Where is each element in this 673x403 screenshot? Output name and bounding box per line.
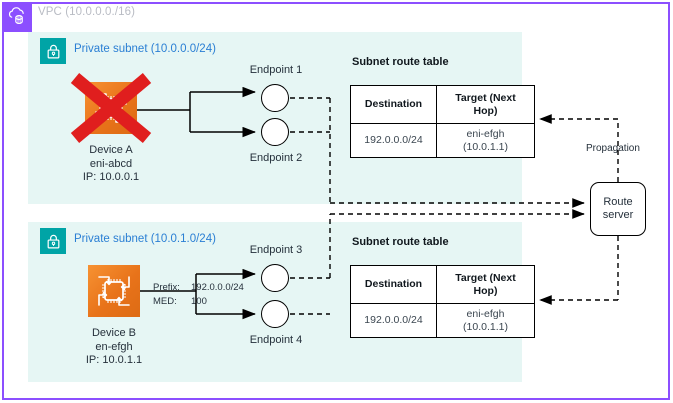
private-subnet-lock-icon [40,38,66,64]
vpc-cloud-icon [2,2,32,32]
route-table-bottom-title: Subnet route table [352,236,449,248]
device-b-caption: Device B en-efgh IP: 10.0.1.1 [54,327,174,368]
route-server-node: Route server [590,182,646,236]
cell-target-eni: eni-efgh [466,128,505,140]
route-table-top: Destination Target (Next Hop) 192.0.0.0/… [350,85,535,158]
column-header-target: Target (Next Hop) [436,265,535,304]
cell-target-eni: eni-efgh [466,308,505,320]
column-header-target: Target (Next Hop) [436,85,535,124]
vpc-label: VPC (10.0.0.0./16) [38,6,136,18]
route-table-top-title: Subnet route table [352,56,449,68]
red-x-icon [68,72,154,144]
column-header-target-line1: Target (Next [455,272,516,284]
cell-target-ip: (10.0.1.1) [463,320,508,333]
device-a-caption: Device A eni-abcd IP: 10.0.0.1 [51,144,171,185]
prefix-key: Prefix: [153,282,180,293]
endpoint-3-node [261,264,289,292]
private-subnet-top-label: Private subnet (10.0.0.0/24) [74,43,216,55]
cell-destination: 192.0.0.0/24 [350,303,437,338]
device-a-eni: eni-abcd [89,157,133,170]
endpoint-1-label: Endpoint 1 [249,64,303,76]
endpoint-4-node [261,300,289,328]
endpoint-3-label: Endpoint 3 [249,244,303,256]
med-key: MED: [153,296,177,307]
device-a-name: Device A [89,144,133,156]
column-header-target-line2: Hop) [473,284,498,297]
route-advertisement-annotation: Prefix: 192.0.0.0/24 MED: 100 [152,281,245,309]
route-server-line2: server [602,209,634,221]
cell-target: eni-efgh (10.0.1.1) [436,303,535,338]
route-table-bottom: Destination Target (Next Hop) 192.0.0.0/… [350,265,535,338]
endpoint-2-label: Endpoint 2 [249,152,303,164]
endpoint-2-node [261,118,289,146]
device-a-ip: IP: 10.0.0.1 [82,171,140,183]
med-value: 100 [191,296,207,307]
column-header-target-line2: Hop) [473,104,498,117]
route-server-line1: Route [603,196,633,208]
cell-target: eni-efgh (10.0.1.1) [436,123,535,158]
column-header-target-line1: Target (Next [455,92,516,104]
column-header-destination: Destination [350,85,437,124]
device-b-ip: IP: 10.0.1.1 [85,354,143,366]
private-subnet-bottom-label: Private subnet (10.0.1.0/24) [74,233,216,245]
cell-destination: 192.0.0.0/24 [350,123,437,158]
endpoint-4-label: Endpoint 4 [249,334,303,346]
column-header-destination: Destination [350,265,437,304]
device-b-eni: en-efgh [95,340,133,353]
device-b-name: Device B [91,327,137,339]
propagation-label: Propagation [586,143,640,154]
table-header-row: Destination Target (Next Hop) [350,85,535,124]
table-row: 192.0.0.0/24 eni-efgh (10.0.1.1) [350,123,535,158]
prefix-value: 192.0.0.0/24 [191,282,244,293]
cell-target-ip: (10.0.1.1) [463,140,508,153]
table-row: 192.0.0.0/24 eni-efgh (10.0.1.1) [350,303,535,338]
endpoint-1-node [261,84,289,112]
table-header-row: Destination Target (Next Hop) [350,265,535,304]
private-subnet-lock-icon [40,228,66,254]
device-b-appliance-icon [88,265,140,317]
